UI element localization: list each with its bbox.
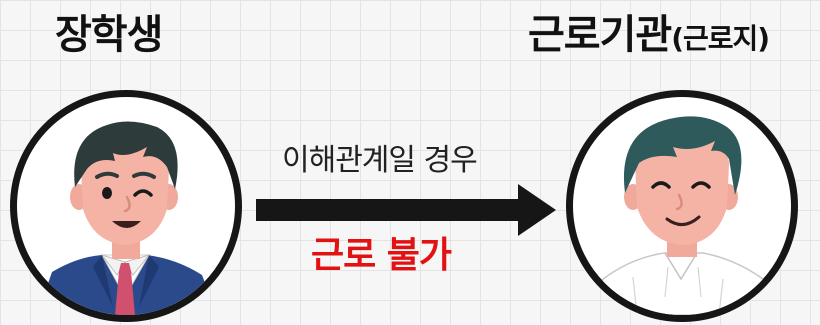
arrow-right-icon bbox=[256, 184, 556, 236]
student-illustration bbox=[37, 121, 217, 315]
student-title: 장학생 bbox=[55, 12, 163, 58]
institution-title-paren: (근로지) bbox=[671, 22, 770, 55]
institution-title-main: 근로기관 bbox=[528, 12, 672, 58]
relation-result-label: 근로 불가 bbox=[311, 235, 452, 276]
relation-condition-label: 이해관계일 경우 bbox=[282, 143, 478, 178]
student-portrait bbox=[10, 90, 242, 322]
institution-portrait bbox=[566, 90, 798, 322]
institution-illustration bbox=[590, 116, 776, 315]
relation-arrow bbox=[256, 176, 561, 250]
institution-title: 근로기관(근로지) bbox=[528, 2, 770, 60]
